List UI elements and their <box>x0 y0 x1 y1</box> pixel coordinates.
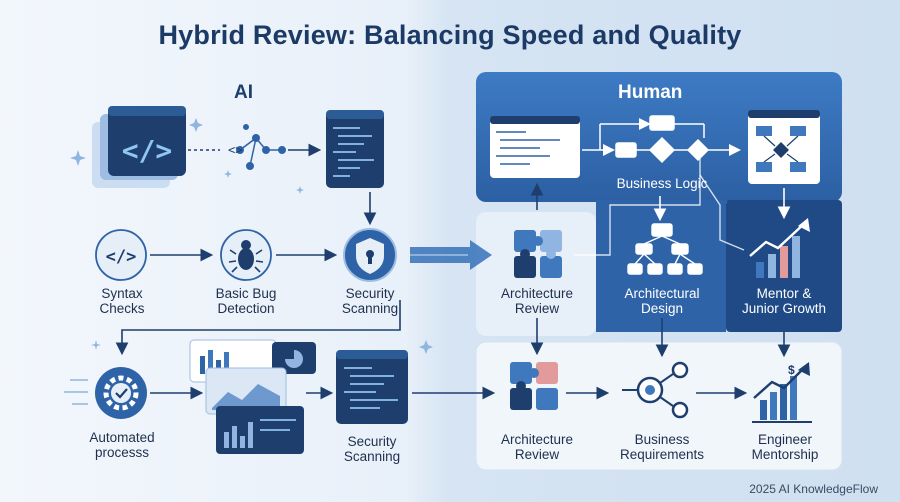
shield-icon <box>343 228 397 282</box>
network-icon <box>236 124 286 170</box>
section-heading-human: Human <box>618 82 683 103</box>
step-business-requirements: Business Requirements <box>619 432 705 462</box>
step-architecture-review-top: Architecture Review <box>500 286 574 316</box>
step-architecture-review-bottom: Architecture Review <box>500 432 574 462</box>
step-architectural-design: Architectural Design <box>624 286 700 316</box>
svg-text:</>: </> <box>106 247 137 267</box>
step-engineer-mentorship: Engineer Mentorship <box>751 432 819 462</box>
flowchart-window-icon <box>748 110 820 184</box>
step-basic-bug-detection: Basic Bug Detection <box>215 286 277 316</box>
step-security-scanning-bottom: Security Scanning <box>343 434 401 464</box>
svg-text:<>: <> <box>228 143 242 157</box>
human-panel-bottom <box>475 341 843 471</box>
page-title: Hybrid Review: Balancing Speed and Quali… <box>158 20 742 50</box>
gear-icon <box>95 367 147 419</box>
puzzle-icon-top <box>514 230 562 278</box>
step-syntax-checks: Syntax Checks <box>99 286 145 316</box>
hierarchy-icon <box>627 223 703 275</box>
section-heading-ai: AI <box>234 82 253 103</box>
transition-arrow <box>410 240 492 270</box>
dashboard-icon <box>189 339 316 454</box>
sparkle-decoration <box>70 118 433 354</box>
syntax-icon: </> <box>95 229 147 281</box>
step-business-logic: Business Logic <box>616 176 708 191</box>
logic-flow-icon <box>582 115 741 164</box>
growth-chart-icon <box>749 218 810 278</box>
footer-credit: 2025 AI KnowledgeFlow <box>749 482 878 496</box>
code-file-icon <box>326 110 384 188</box>
step-security-scanning-top: Security Scanning <box>341 286 399 316</box>
svg-text:$: $ <box>788 363 795 377</box>
code-window-icon: </> <box>92 106 186 188</box>
step-automated-process: Automated processs <box>89 430 155 460</box>
bug-icon <box>220 229 272 281</box>
target-icon <box>622 361 689 419</box>
svg-text:</>: </> <box>122 134 173 167</box>
puzzle-icon-bottom <box>510 362 558 410</box>
human-code-window <box>490 116 580 178</box>
mentorship-chart-icon: $ <box>752 362 812 423</box>
code-file-icon-bottom <box>336 350 408 424</box>
step-mentor-junior-growth: Mentor & Junior Growth <box>741 286 827 316</box>
